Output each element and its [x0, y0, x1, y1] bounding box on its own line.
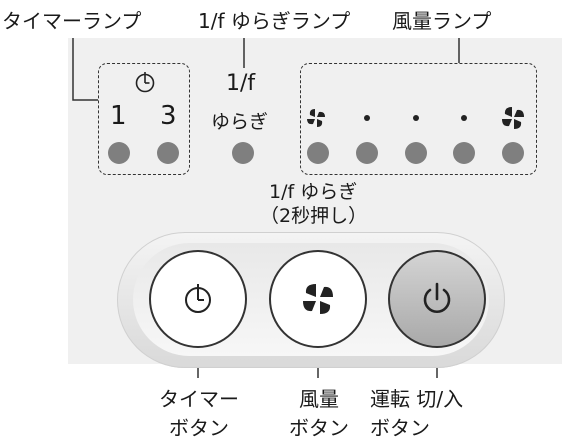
timer-3h-lamp [157, 142, 179, 164]
timer-button-label-line2: ボタン [169, 416, 229, 440]
airflow-button-label: 風量 ボタン [278, 385, 360, 443]
power-button-label: 運転 切/入 ボタン [370, 385, 506, 443]
power-button-label-line2: ボタン [370, 416, 430, 440]
yuragi-note-line2: （2秒押し） [260, 205, 368, 227]
yuragi-label-bottom: ゆらぎ [211, 111, 269, 133]
yuragi-lamp [232, 142, 254, 164]
fan-low-icon [305, 107, 327, 133]
timer-button-label-line1: タイマー [159, 387, 239, 411]
airflow-lamp-5 [502, 142, 524, 164]
yuragi-note-line1: 1/f ゆらぎ [269, 181, 358, 203]
timer-button-label: タイマー ボタン [158, 385, 240, 443]
clock-icon [134, 71, 156, 97]
airflow-button[interactable] [269, 250, 367, 348]
timer-lamp-group [98, 63, 190, 175]
fan-icon [303, 284, 333, 314]
airflow-button-label-line1: 風量 [299, 387, 339, 411]
power-button[interactable] [388, 250, 486, 348]
airflow-lamp-group [300, 63, 537, 175]
power-button-label-line1: 運転 切/入 [370, 387, 464, 411]
fan-high-icon [500, 105, 526, 135]
timer-1h-label: 1 [110, 101, 127, 131]
power-icon [423, 282, 451, 313]
airflow-lamp-callout: 風量ランプ [392, 9, 492, 33]
clock-icon [185, 284, 211, 313]
timer-3h-label: 3 [160, 101, 177, 131]
yuragi-lamp-callout: 1/f ゆらぎランプ [198, 9, 351, 33]
airflow-lamp-1 [307, 142, 329, 164]
timer-lamp-callout: タイマーランプ [2, 9, 142, 33]
airflow-level-2-dot [364, 115, 370, 121]
airflow-level-3-dot [413, 115, 419, 121]
timer-button[interactable] [149, 250, 247, 348]
airflow-lamp-3 [405, 142, 427, 164]
airflow-button-label-line2: ボタン [289, 416, 349, 440]
timer-1h-lamp [108, 142, 130, 164]
yuragi-label-top: 1/f [226, 71, 256, 96]
airflow-lamp-2 [356, 142, 378, 164]
airflow-lamp-4 [453, 142, 475, 164]
airflow-level-4-dot [461, 115, 467, 121]
